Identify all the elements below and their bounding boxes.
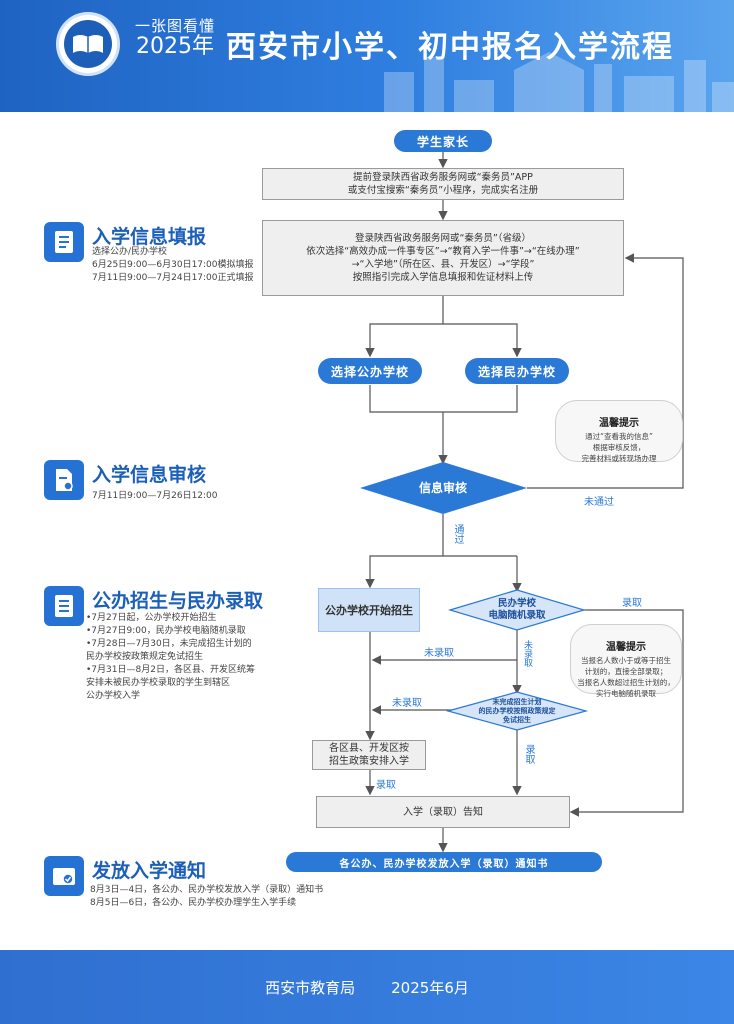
tip-review: 温馨提示通过“查看我的信息” 根据审核反馈， 完善材料或转现场办理 bbox=[555, 400, 683, 463]
section-title-notice: 发放入学通知 bbox=[92, 860, 207, 882]
section-text-fill: 选择公办/民办学校 6月25日9:00—6月30日17:00模拟填报 7月11日… bbox=[92, 247, 254, 283]
node-notice: 入学（录取）告知 bbox=[316, 796, 570, 828]
node-final-notice: 各公办、民办学校发放入学（录取）通知书 bbox=[286, 852, 602, 872]
book-icon bbox=[73, 35, 103, 53]
section-title-admission: 公办招生与民办录取 bbox=[92, 590, 264, 612]
section-text-admission: •7月27日起，公办学校开始招生 •7月27日9:00，民办学校电脑随机录取 •… bbox=[86, 613, 255, 701]
node-parents: 学生家长 bbox=[394, 130, 492, 152]
random-diamond bbox=[447, 589, 587, 631]
node-private-free: 未完成招生计划 的民办学校按照政策规定 免试招生 bbox=[478, 698, 556, 724]
edu-logo bbox=[56, 12, 120, 76]
footer-date: 2025年6月 bbox=[391, 978, 469, 997]
node-district-arrange: 各区县、开发区按 招生政策安排入学 bbox=[312, 740, 426, 770]
slogan-line1: 一张图看懂 bbox=[134, 17, 215, 35]
slogan-line2: 2025年 bbox=[136, 33, 214, 59]
label-admit-1: 录取 bbox=[622, 598, 642, 609]
notice-check-icon bbox=[44, 856, 84, 896]
city-skyline-graphic bbox=[384, 52, 734, 112]
section-text-review: 7月11日9:00—7月26日12:00 bbox=[92, 491, 218, 501]
tip-random: 温馨提示当报名人数小于或等于招生 计划的，直接全部录取； 当报名人数超过招生计划… bbox=[570, 624, 682, 698]
node-choose-public: 选择公办学校 bbox=[318, 358, 422, 384]
node-public-start: 公办学校开始招生 bbox=[318, 588, 420, 632]
node-register: 提前登录陕西省政务服务网或“秦务员”APP 或支付宝搜索“秦务员”小程序，完成实… bbox=[262, 168, 624, 200]
tip-random-text: 当报名人数小于或等于招生 计划的，直接全部录取； 当报名人数超过招生计划的， 实… bbox=[577, 656, 675, 698]
review-diamond bbox=[360, 462, 527, 514]
tip-review-title: 温馨提示 bbox=[599, 418, 639, 429]
node-private-random: 民办学校 电脑随机录取 bbox=[488, 598, 546, 621]
footer-org: 西安市教育局 bbox=[265, 978, 356, 997]
footer-banner: 西安市教育局 2025年6月 bbox=[0, 950, 734, 1024]
label-not-passed: 未通过 bbox=[584, 497, 614, 508]
label-not-admit-2: 未录取 bbox=[522, 640, 532, 667]
header-banner: 一张图看懂 2025年 西安市小学、初中报名入学流程 bbox=[0, 0, 734, 112]
form-icon bbox=[44, 222, 84, 262]
label-admit-2: 录取 bbox=[523, 744, 534, 764]
page-title: 西安市小学、初中报名入学流程 bbox=[226, 30, 674, 65]
review-doc-icon bbox=[44, 460, 84, 500]
label-not-admit-1: 未录取 bbox=[424, 648, 454, 659]
tip-review-text: 通过“查看我的信息” 根据审核反馈， 完善材料或转现场办理 bbox=[581, 432, 657, 463]
section-title-fill: 入学信息填报 bbox=[92, 226, 207, 248]
label-not-admit-3: 未录取 bbox=[392, 698, 422, 709]
node-review-label: 信息审核 bbox=[418, 481, 467, 495]
node-fill-info: 登录陕西省政务服务网或“秦务员”（省级） 依次选择“高效办成一件事专区”→“教育… bbox=[262, 220, 624, 296]
label-admit-3: 录取 bbox=[376, 780, 396, 791]
list-doc-icon bbox=[44, 586, 84, 626]
label-passed: 通过 bbox=[452, 524, 463, 544]
free-admission-diamond bbox=[445, 691, 589, 731]
tip-random-title: 温馨提示 bbox=[606, 642, 646, 653]
slogan: 一张图看懂 2025年 bbox=[130, 18, 220, 59]
node-choose-private: 选择民办学校 bbox=[465, 358, 569, 384]
section-text-notice: 8月3日—4日，各公办、民办学校发放入学（录取）通知书 8月5日—6日，各公办、… bbox=[90, 885, 324, 908]
section-title-review: 入学信息审核 bbox=[92, 464, 207, 486]
